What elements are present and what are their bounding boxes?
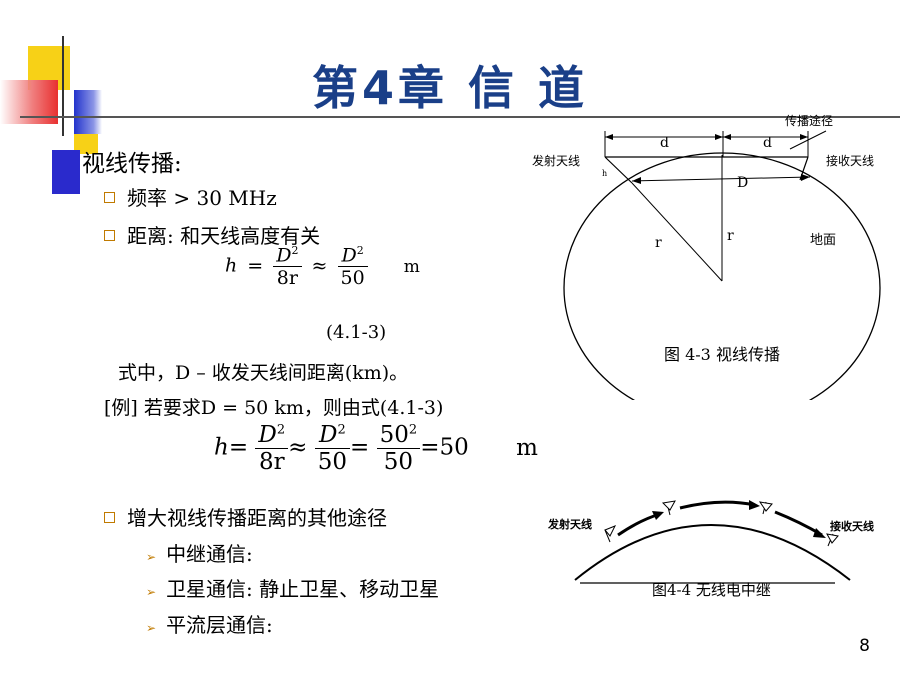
arrow-head-icon: [813, 528, 826, 538]
label-propagation-path: 传播途径: [785, 113, 833, 128]
bullet-text: 频率 > 30 MHz: [127, 186, 277, 210]
label-r-center: r: [727, 228, 734, 244]
bullet-distance: 距离: 和天线高度有关: [104, 220, 320, 249]
relay-antenna-icon: [604, 525, 617, 543]
label-transmit-antenna: 发射天线: [547, 517, 592, 531]
label-transmit-antenna: 发射天线: [532, 153, 580, 168]
label-d-left: d: [660, 135, 669, 151]
fraction-a: D2 8r: [255, 422, 289, 475]
arrow-head-icon: [801, 174, 810, 181]
relay-antenna-icon: [661, 500, 676, 516]
fraction-1: D2 8r: [273, 244, 302, 289]
figure-caption-4-3: 图 4-3 视线传播: [664, 345, 780, 364]
label-h: h: [602, 169, 607, 178]
bullet-box-icon: [104, 512, 115, 523]
relay-antenna-icon: [758, 501, 773, 515]
page-number: 8: [859, 636, 870, 656]
arrow-head-icon: [715, 134, 723, 140]
bullet-frequency: 频率 > 30 MHz: [104, 182, 277, 211]
label-receive-antenna: 接收天线: [826, 153, 874, 168]
label-D: D: [737, 175, 748, 191]
relay-arrow-1: [617, 512, 661, 537]
bullet-box-icon: [104, 192, 115, 203]
formula-unit: m: [403, 256, 420, 277]
fraction-b: D2 50: [314, 422, 351, 475]
relay-arrow-2: [679, 500, 756, 510]
decor-yellow-small: [74, 134, 98, 154]
arrow-head-icon: [652, 511, 664, 520]
path-leader-line: [789, 130, 827, 150]
figure-radio-relay: 发射天线 接收天线 图4-4 无线电中继: [547, 500, 874, 599]
radius-line-left: [631, 182, 723, 282]
relay-antenna-icon: [826, 533, 839, 547]
label-ground: 地面: [810, 233, 836, 248]
section-heading: 视线传播:: [82, 151, 182, 177]
fraction-c: 502 50: [376, 422, 421, 475]
bullet-box-icon: [104, 230, 115, 241]
label-d-right: d: [763, 135, 772, 151]
note-line: 式中，D – 收发天线间距离(km)。: [118, 362, 409, 384]
arrow-bullet-icon: ➢: [146, 585, 157, 599]
sub-item-relay: ➢ 中继通信:: [146, 538, 253, 567]
bullet-text: 增大视线传播距离的其他途径: [127, 506, 387, 530]
sub-item-text: 卫星通信: 静止卫星、移动卫星: [166, 577, 440, 601]
decor-blue-gradient: [74, 90, 102, 134]
sub-item-satellite: ➢ 卫星通信: 静止卫星、移动卫星: [146, 573, 439, 602]
tx-antenna-line: [604, 156, 633, 184]
decor-vertical-line: [62, 36, 64, 136]
earth-circle: [563, 152, 881, 400]
formula-result: 50: [439, 434, 469, 461]
arrow-bullet-icon: ➢: [146, 621, 157, 635]
arrow-head-icon: [605, 134, 613, 140]
arrow-head-icon: [749, 500, 760, 510]
slide-title: 第4章 信 道: [311, 61, 589, 115]
label-r-left: r: [655, 235, 662, 251]
arrow-bullet-icon: ➢: [146, 550, 157, 564]
sub-item-text: 中继通信:: [166, 542, 253, 566]
chord-D-line: [631, 176, 811, 182]
sub-item-text: 平流层通信:: [166, 613, 273, 637]
formula-unit: m: [516, 434, 538, 461]
title-underline: [20, 116, 900, 118]
formula-1: h = D2 8r ≈ D2 50 m: [225, 244, 420, 290]
arrow-head-icon: [632, 177, 641, 184]
fraction-2: D2 50: [337, 244, 368, 289]
decor-blue-square: [52, 150, 80, 194]
bullet-other-ways: 增大视线传播距离的其他途径: [104, 502, 387, 531]
arrow-head-icon: [723, 134, 731, 140]
earth-arc: [574, 524, 851, 581]
formula-lhs: h: [225, 254, 238, 277]
bullet-text: 距离: 和天线高度有关: [127, 224, 321, 248]
sub-item-stratosphere: ➢ 平流层通信:: [146, 609, 273, 638]
figure-caption-4-4: 图4-4 无线电中继: [652, 581, 771, 599]
arrow-head-icon: [800, 134, 808, 140]
label-receive-antenna: 接收天线: [830, 519, 874, 533]
formula-2: h= D2 8r ≈ D2 50 = 502 50 =50 m: [214, 422, 538, 475]
formula-lhs: h: [214, 434, 229, 461]
formula-number: (4.1-3): [326, 322, 387, 343]
figure-line-of-sight: 传播途径 发射天线 接收天线 地面 d d D r r h 图 4-3 视线传播: [532, 113, 881, 400]
example-line: [例] 若要求D = 50 km，则由式(4.1-3): [104, 397, 444, 419]
